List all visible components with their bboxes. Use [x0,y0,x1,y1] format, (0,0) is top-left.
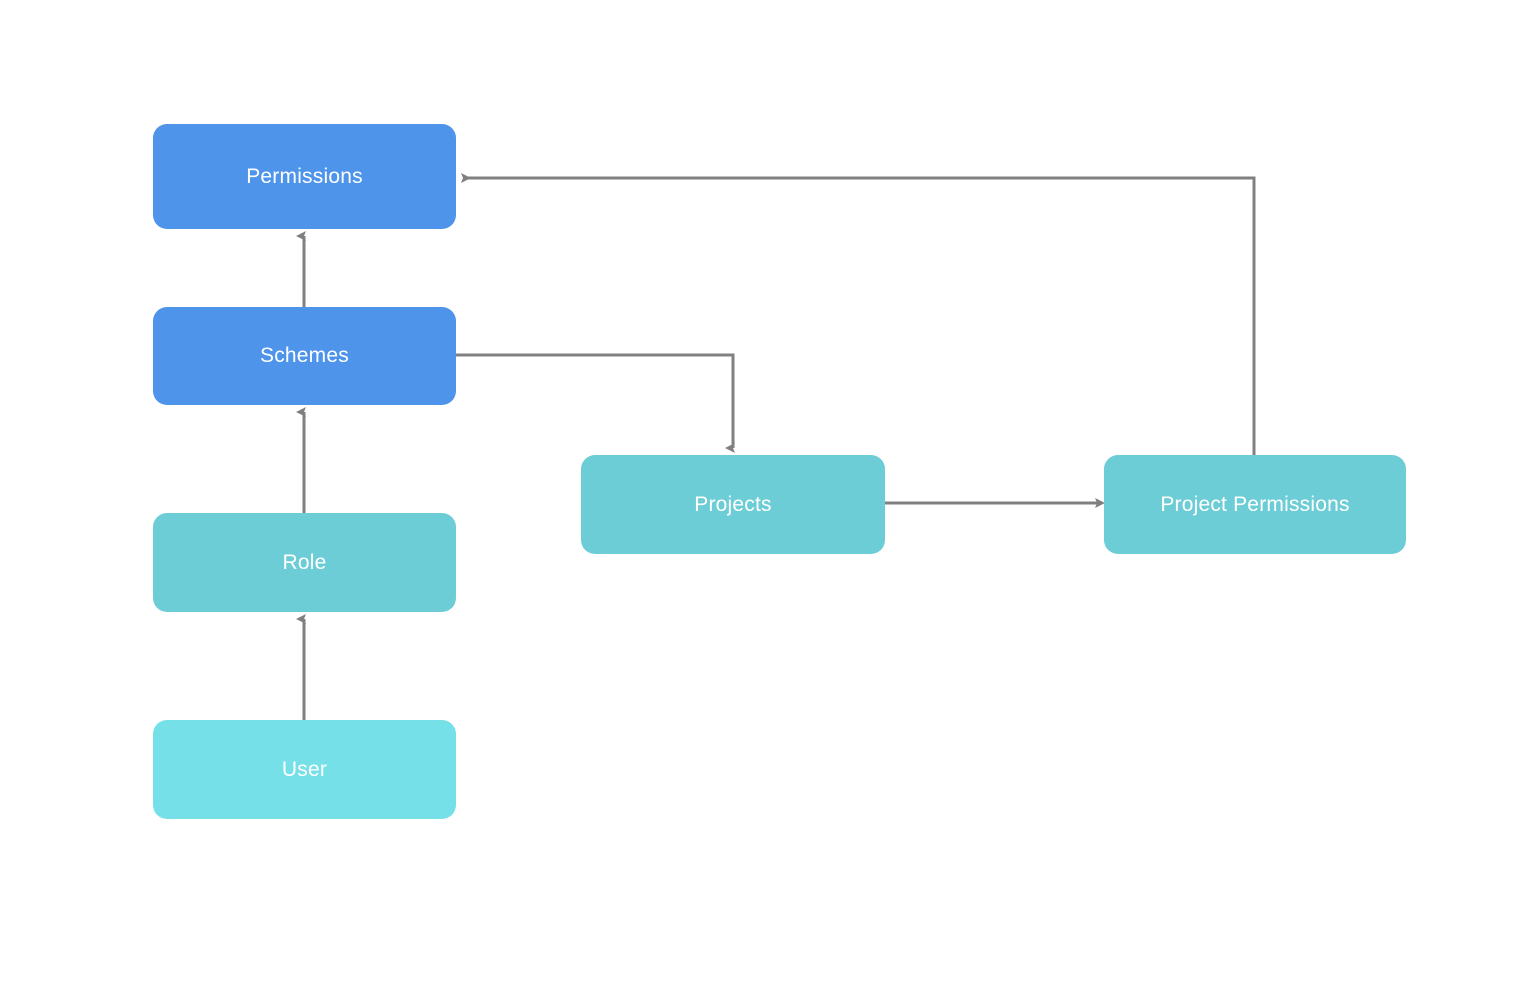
node-schemes-label: Schemes [260,344,349,368]
node-permissions-label: Permissions [246,164,363,188]
node-permissions[interactable]: Permissions [153,124,456,229]
node-project-permissions-label: Project Permissions [1160,492,1350,516]
node-user[interactable]: User [153,720,456,819]
node-user-label: User [281,757,328,781]
node-projects[interactable]: Projects [581,455,885,554]
node-schemes[interactable]: Schemes [153,307,456,405]
connector-schemes-to-projects [456,353,735,453]
node-role-label: Role [282,550,327,574]
node-role[interactable]: Role [153,513,456,612]
node-projects-label: Projects [694,492,772,516]
node-project-permissions[interactable]: Project Permissions [1104,455,1406,554]
connector-project-permissions-to-permissions [461,173,1256,455]
